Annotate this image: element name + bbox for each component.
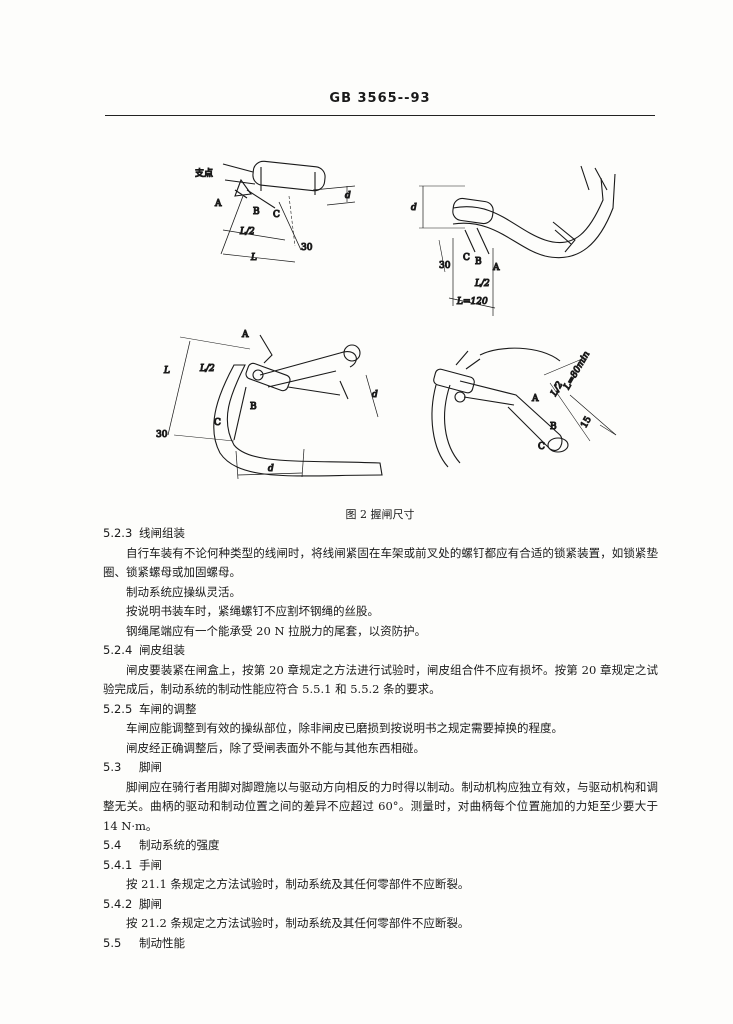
figure-drop-bar-80min: L=80min L/2 A B C 15: [420, 345, 630, 470]
label-30-fig1: 30: [301, 243, 313, 253]
label-a-fig2: A: [492, 263, 500, 273]
label-lhalf-fig2: L/2: [474, 279, 490, 289]
section-heading: 5.3 脚闸: [103, 758, 658, 778]
figure-grip-flat: 支点 A B C L/2 L 30 d: [195, 150, 365, 270]
label-d-fig3-right: d: [372, 390, 378, 400]
label-l120-fig2: L=120: [456, 297, 488, 307]
label-b-fig2: B: [475, 257, 482, 267]
label-c-fig3: C: [214, 418, 221, 428]
document-body: 5.2.3 线闸组装自行车装有不论何种类型的线闸时，将线闸紧固在车架或前叉处的螺钉…: [103, 524, 658, 953]
label-d-fig2: d: [411, 203, 417, 213]
label-c-fig1: C: [273, 210, 280, 220]
section-heading: 5.4.2 脚闸: [103, 895, 658, 915]
body-paragraph: 钢绳尾端应有一个能承受 20 N 拉脱力的尾套，以资防护。: [126, 623, 427, 638]
label-lhalf-fig3: L/2: [199, 364, 215, 374]
label-lhalf-fig4: L/2: [549, 380, 566, 399]
body-paragraph: 脚闸应在骑行者用脚对脚蹬施以与驱动方向相反的力时得以制动。制动机构应独立有效，与…: [103, 779, 658, 833]
section-number: 5.2.3: [103, 526, 133, 540]
figure-drop-bar-lever: A B C L L/2 30 d d: [150, 325, 395, 490]
body-paragraph: 自行车装有不论何种类型的线闸时，将线闸紧固在车架或前叉处的螺钉都应有合适的锁紧装…: [103, 545, 658, 580]
fulcrum-label: 支点: [195, 167, 213, 179]
label-a-fig4: A: [531, 394, 539, 404]
section-number: 5.4: [103, 838, 122, 852]
section-number: 5.4.2: [103, 896, 133, 911]
section-heading: 5.2.4 闸皮组装: [103, 641, 658, 661]
figure-caption: 图 2 握闸尺寸: [345, 508, 415, 521]
section-title: 制动系统的强度: [139, 838, 220, 852]
section-title: 闸皮组装: [139, 643, 185, 657]
body-paragraph: 车闸应能调整到有效的操纵部位，除非闸皮已磨损到按说明书之规定需要掉换的程度。: [126, 721, 563, 735]
label-c-fig2: C: [463, 253, 470, 263]
header-rule: [105, 115, 655, 116]
body-paragraph: 闸皮经正确调整后，除了受闸表面外不能与其他东西相碰。: [126, 740, 425, 755]
standard-code-header: GB 3565--93: [329, 91, 431, 106]
label-30-fig3: 30: [156, 430, 168, 440]
label-a-fig1: A: [214, 199, 222, 209]
section-title: 线闸组装: [139, 526, 185, 540]
section-number: 5.3: [103, 760, 122, 774]
section-title: 制动性能: [139, 935, 185, 950]
body-paragraph: 按 21.2 条规定之方法试验时，制动系统及其任何零部件不应断裂。: [126, 916, 470, 930]
section-title: 手闸: [139, 857, 162, 872]
label-d-fig1: d: [345, 191, 351, 201]
label-15-fig4: 15: [579, 415, 594, 430]
label-l-fig3: L: [163, 366, 170, 376]
body-paragraph: 闸皮要装紧在闸盒上，按第 20 章规定之方法进行试验时，闸皮组合件不应有损坏。按…: [103, 662, 658, 697]
section-heading: 5.4 制动系统的强度: [103, 836, 658, 856]
section-number: 5.5: [103, 935, 122, 950]
section-heading: 5.4.1 手闸: [103, 856, 658, 876]
section-number: 5.2.4: [103, 643, 133, 657]
label-b-fig3: B: [250, 402, 257, 412]
body-paragraph: 按 21.1 条规定之方法试验时，制动系统及其任何零部件不应断裂。: [126, 877, 470, 891]
section-title: 脚闸: [139, 760, 162, 774]
label-d-fig3-bottom: d: [268, 464, 274, 474]
section-heading: 5.5 制动性能: [103, 934, 658, 954]
figure-grip-curved: d 30 C B A L/2 L=120: [405, 160, 635, 325]
section-number: 5.2.5: [103, 701, 133, 716]
section-heading: 5.2.5 车闸的调整: [103, 700, 658, 720]
label-a-fig3: A: [241, 330, 249, 340]
section-number: 5.4.1: [103, 857, 133, 872]
label-lhalf-fig1: L/2: [239, 227, 255, 237]
body-paragraph: 制动系统应操纵灵活。: [126, 584, 241, 599]
label-c-fig4: C: [538, 442, 545, 452]
section-heading: 5.2.3 线闸组装: [103, 524, 658, 544]
label-l-fig1: L: [250, 253, 257, 263]
section-title: 脚闸: [139, 896, 162, 911]
body-paragraph: 按说明书装车时，紧绳螺钉不应割坏钢绳的丝股。: [126, 604, 379, 618]
label-l80min-fig4: L=80min: [562, 350, 592, 393]
section-title: 车闸的调整: [139, 701, 197, 716]
label-b-fig4: B: [550, 422, 557, 432]
label-30-fig2: 30: [439, 261, 451, 271]
label-b-fig1: B: [253, 207, 260, 217]
